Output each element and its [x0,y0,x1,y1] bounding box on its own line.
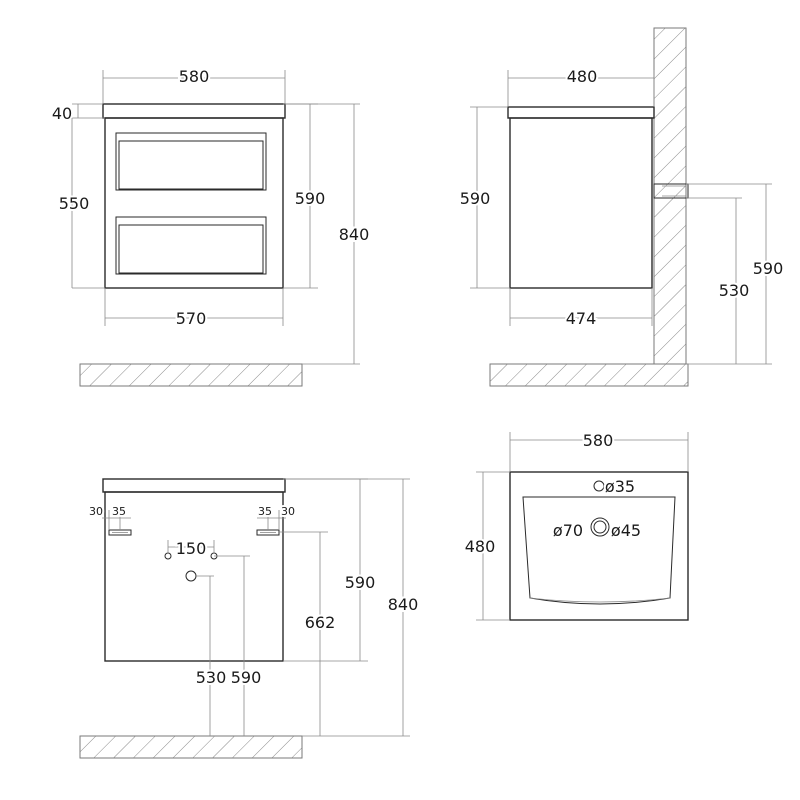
dim-back-pipe-530: 530 [196,668,227,687]
dim-back-bracket-height: 662 [305,613,336,632]
dim-back-left-30: 30 [89,505,103,518]
dim-side-depth-top: 480 [567,67,598,86]
front-drawer-upper-inner [118,140,264,190]
dim-front-body-height: 590 [295,189,326,208]
dim-back-left-35: 35 [112,505,126,518]
top-basin-outline [509,471,689,621]
top-basin-bowl [522,496,676,605]
dim-back-right-30: 30 [281,505,295,518]
back-view: 30 35 35 30 150 530 590 662 590 840 [79,478,420,759]
back-floor-hatch [79,735,303,759]
side-floor-hatch [489,363,689,387]
dim-back-total-height: 840 [388,595,419,614]
dim-front-drawer-height: 550 [59,194,90,213]
front-countertop [102,103,286,119]
back-cabinet-body [104,491,284,662]
back-drain-hole [185,570,197,582]
dim-front-top-thickness: 40 [52,104,72,123]
dim-back-pipe-590: 590 [231,668,262,687]
front-view: 580 40 550 590 840 570 [50,65,371,387]
dim-back-right-35: 35 [258,505,272,518]
dim-top-drain-outer: ø70 [553,521,583,540]
top-tap-hole [593,480,605,492]
dim-front-total-height: 840 [339,225,370,244]
dim-side-body-height: 590 [460,189,491,208]
dim-front-width-bottom: 570 [176,309,207,328]
side-wall-pipe [653,183,689,199]
top-drain-inner [593,520,607,534]
top-view: ø35 ø70 ø45 580 480 [463,429,689,621]
front-drawer-lower [115,216,267,275]
dim-top-tap-hole: ø35 [605,477,635,496]
side-countertop [507,106,655,119]
front-cabinet-body [104,117,284,289]
dim-back-hole-spacing: 150 [176,539,207,558]
back-hole-left [164,552,172,560]
dim-top-width: 580 [583,431,614,450]
side-view: 480 590 474 530 590 [458,27,785,387]
side-cabinet-body [509,117,653,289]
front-floor-hatch [79,363,303,387]
dim-top-drain-inner: ø45 [611,521,641,540]
dim-side-depth-bottom: 474 [566,309,597,328]
top-drain-outer [590,517,610,537]
front-drawer-lower-inner [118,224,264,274]
dim-back-body-height: 590 [345,573,376,592]
dim-side-mount-590: 590 [753,259,784,278]
dim-front-width-top: 580 [179,67,210,86]
front-drawer-upper [115,132,267,191]
back-countertop [102,478,286,493]
dim-side-mount-530: 530 [719,281,750,300]
dim-top-depth: 480 [465,537,496,556]
